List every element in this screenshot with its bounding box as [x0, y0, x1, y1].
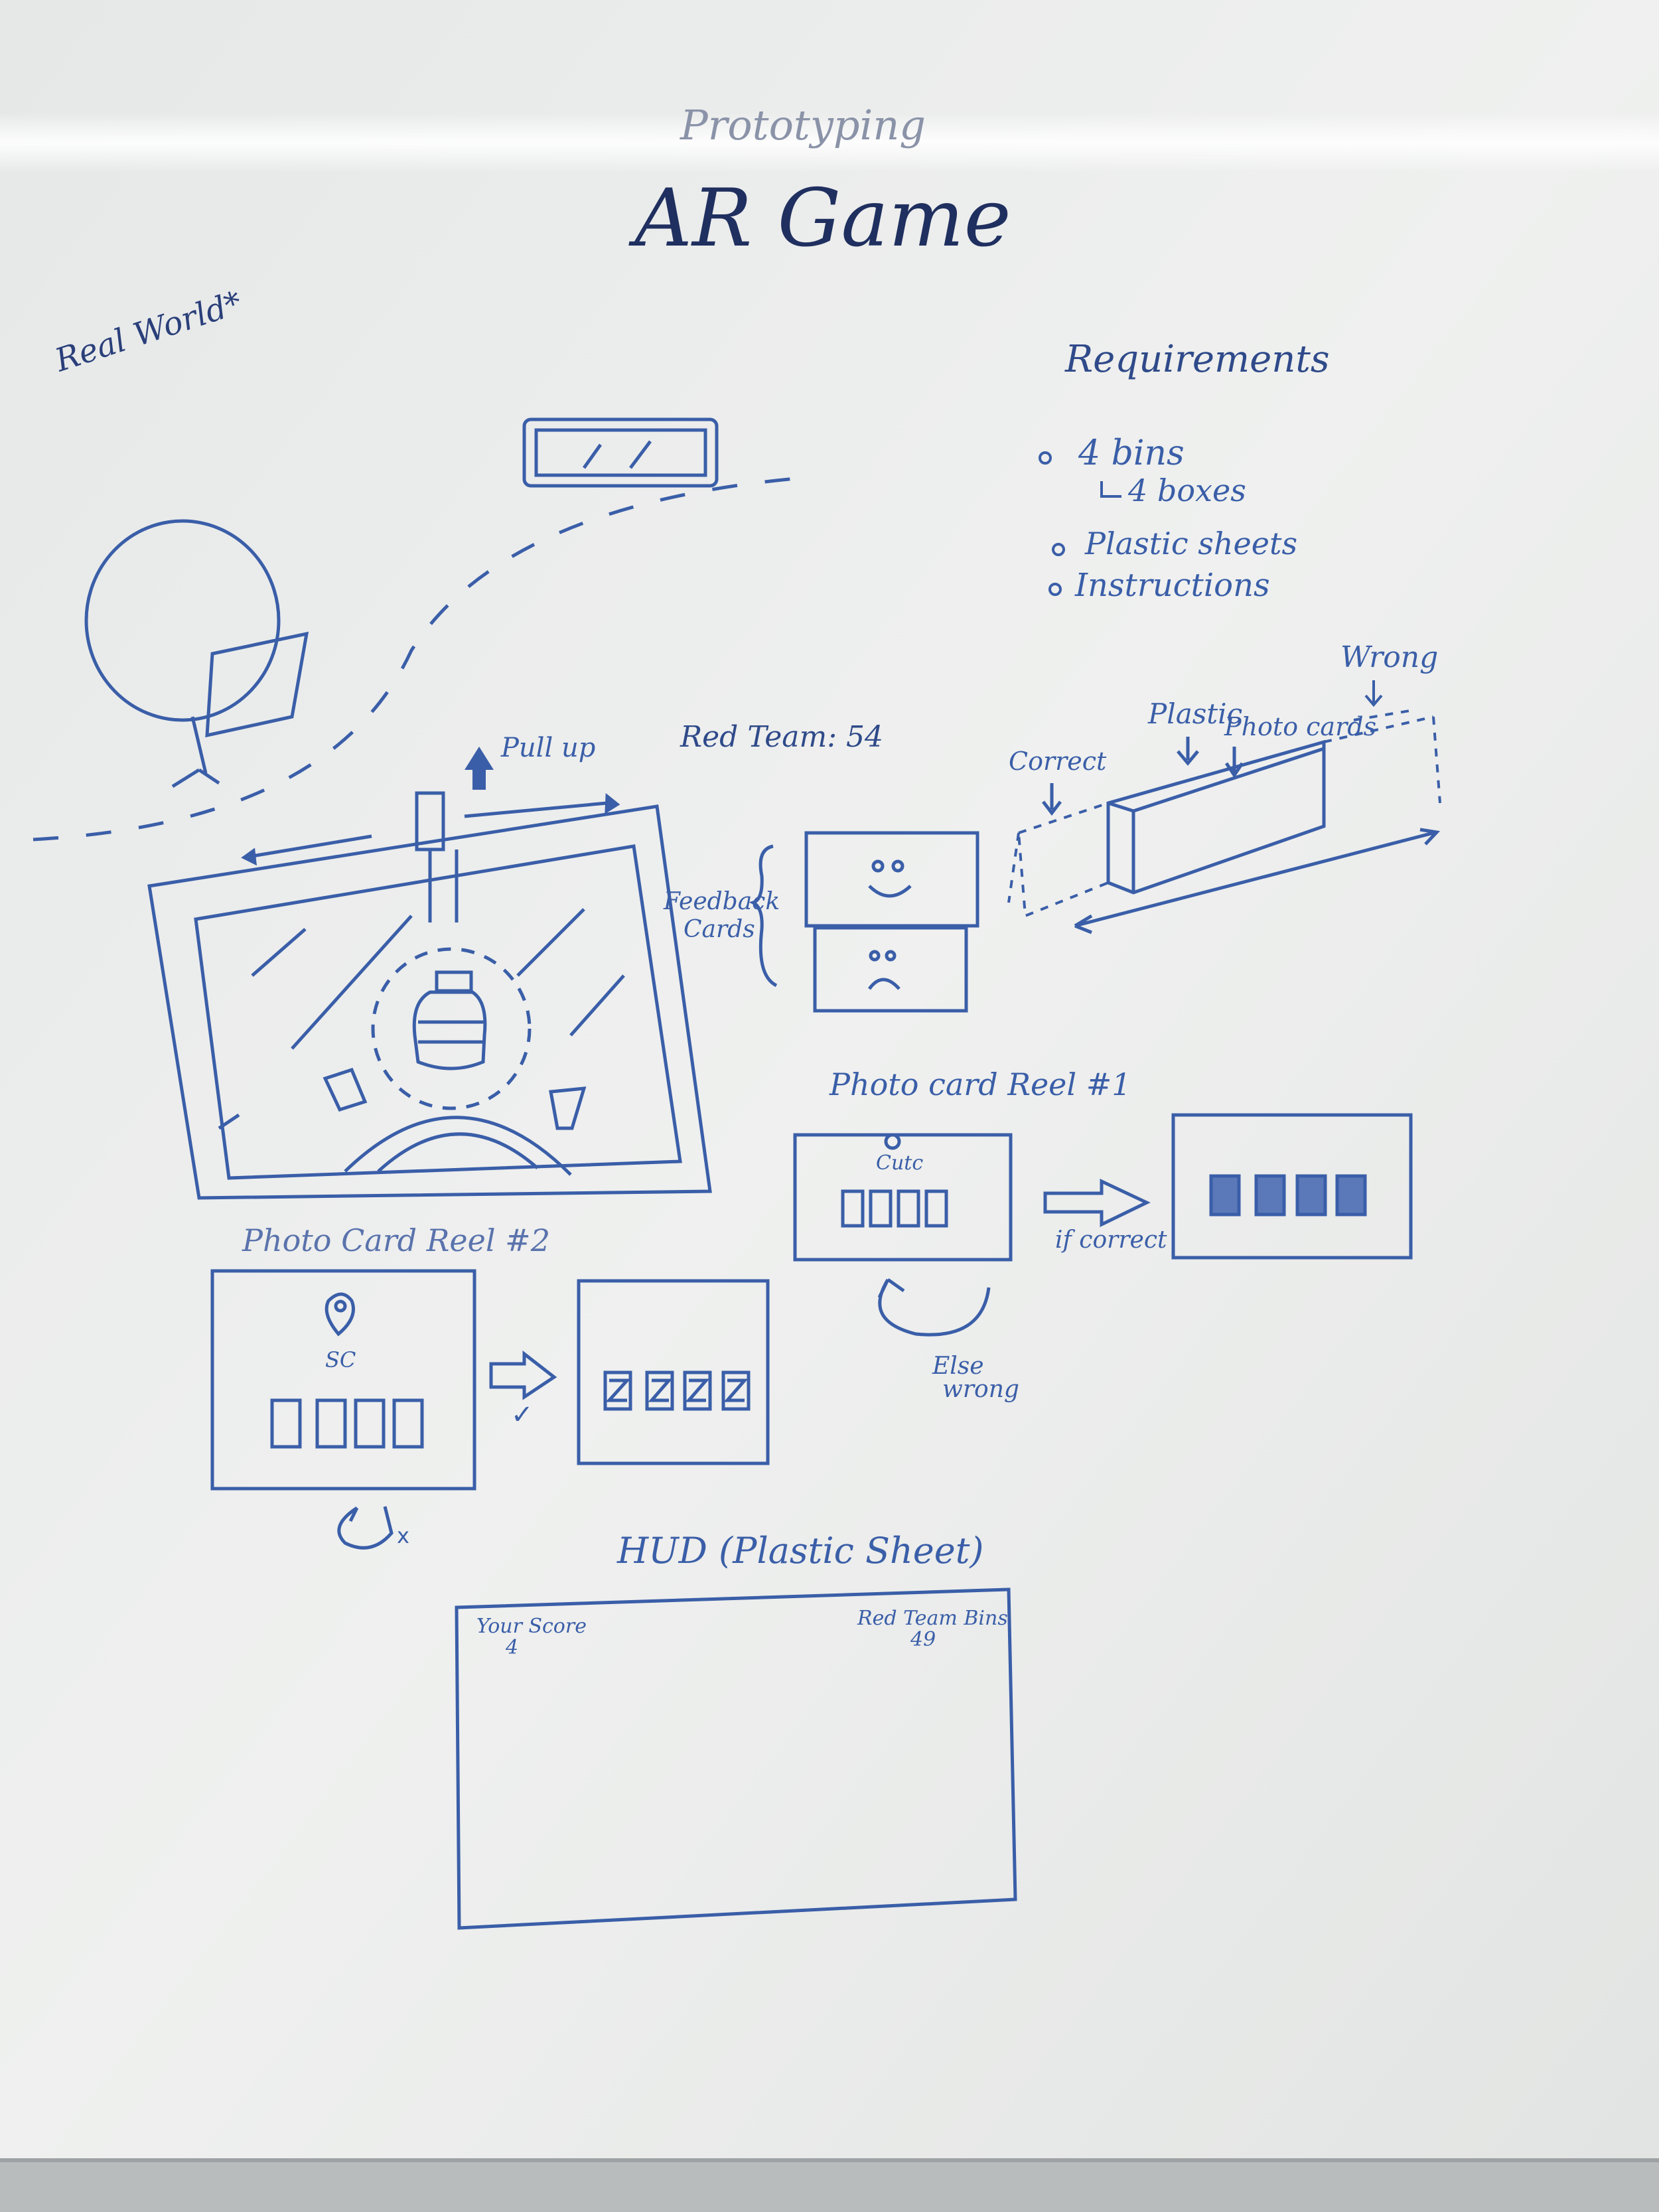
feedback-label-line2: Cards — [684, 916, 755, 943]
requirements-heading: Requirements — [1064, 338, 1330, 381]
hud-plastic-sheet — [455, 1587, 1017, 1930]
wrong-arrow-icon — [1364, 680, 1383, 707]
plastic-label: Plastic — [1147, 698, 1242, 730]
brace-icon — [749, 844, 778, 988]
hoop-sketch — [84, 519, 309, 788]
whiteboard-tray — [0, 2160, 1659, 2212]
photo-cards-label: Photo cards — [1224, 712, 1376, 741]
pull-up-label: Pull up — [500, 733, 595, 763]
hud-team-value: 49 — [910, 1628, 936, 1651]
reel1-title: Photo card Reel #1 — [829, 1067, 1131, 1102]
bin-top-sketch — [522, 417, 719, 488]
reel1-icon-label: Cutc — [876, 1151, 923, 1175]
reel2-title: Photo Card Reel #2 — [242, 1222, 550, 1258]
correct-label: Correct — [1009, 747, 1107, 776]
reel2-x-mark: x — [397, 1523, 409, 1548]
reel1-start-card — [793, 1133, 1013, 1262]
red-team-score: Red Team: 54 — [680, 720, 883, 754]
reel2-retry-icon — [337, 1506, 394, 1550]
happy-feedback-card — [804, 831, 979, 928]
reel1-result-card — [1171, 1113, 1413, 1260]
header-faint-text: Prototyping — [680, 101, 926, 149]
hud-your-score-label: Your Score — [476, 1615, 587, 1638]
requirement-item: 4 bins — [1078, 433, 1185, 473]
game-screen-sketch — [147, 791, 712, 1200]
ceiling-light-glare — [0, 113, 1659, 173]
reel2-check-mark: ✓ — [511, 1400, 534, 1430]
reel2-arrow-icon — [489, 1350, 557, 1400]
hud-your-score-value: 4 — [505, 1636, 518, 1659]
hud-title: HUD (Plastic Sheet) — [616, 1530, 983, 1572]
wrong-label: Wrong — [1340, 640, 1438, 674]
requirement-item: Plastic sheets — [1084, 526, 1297, 561]
sub-arrow-icon — [1100, 481, 1121, 498]
throw-trajectory — [33, 476, 804, 842]
reel2-result-card — [577, 1279, 770, 1465]
reel2-icon-label: SC — [325, 1347, 356, 1372]
whiteboard-surface — [0, 0, 1659, 2160]
reel1-else-line2: wrong — [942, 1376, 1019, 1403]
tray-edge — [0, 2158, 1659, 2162]
reel1-retry-icon — [877, 1278, 991, 1337]
bullet-icon — [1039, 451, 1052, 465]
slide-arrow-icon — [1074, 828, 1441, 934]
bullet-icon — [1048, 583, 1062, 596]
pull-up-arrow-icon — [465, 747, 494, 790]
bullet-icon — [1052, 543, 1065, 556]
reel1-if-correct: if correct — [1055, 1226, 1167, 1254]
page-title: AR Game — [628, 173, 1011, 265]
requirement-subitem: 4 boxes — [1127, 473, 1246, 508]
dashed-bins-sketch — [1007, 709, 1441, 918]
reel1-arrow-icon — [1043, 1179, 1151, 1227]
reel2-start-card — [210, 1269, 476, 1491]
hud-team-label: Red Team Bins — [857, 1607, 1008, 1630]
reel1-else-line1: Else — [932, 1353, 984, 1380]
sad-feedback-card — [813, 926, 968, 1013]
requirement-item: Instructions — [1074, 567, 1270, 604]
